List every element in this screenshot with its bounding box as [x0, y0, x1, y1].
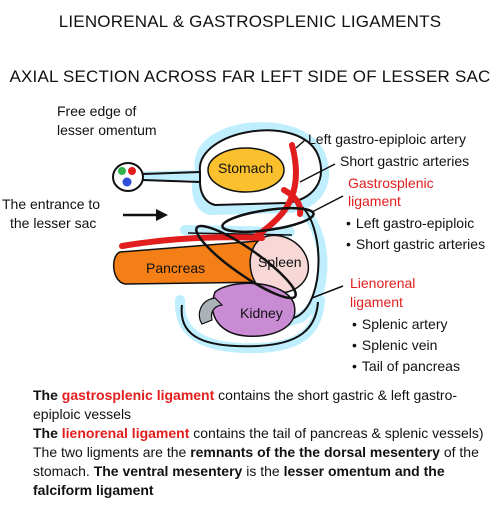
gastrosplenic-label-1: Gastrosplenic	[348, 175, 434, 191]
entrance-label-2: the lesser sac	[10, 215, 97, 231]
explanation-line-2: The lienorenal ligament contains the tai…	[33, 425, 484, 441]
left-gastro-epiploic-artery-label: Left gastro-epiploic artery	[308, 131, 466, 147]
gastrosplenic-loop	[221, 206, 315, 234]
anatomy-diagram	[112, 122, 344, 354]
entrance-arrow	[123, 209, 168, 221]
explanation-line-1: The gastrosplenic ligament contains the …	[33, 387, 458, 422]
lienorenal-bullet-1: Splenic artery	[352, 316, 448, 333]
adrenal	[198, 297, 224, 325]
kidney	[211, 282, 296, 337]
lienorenal-label-1: Lienorenal	[350, 275, 416, 291]
explanation-line-3: The two ligments are the remnants of the…	[33, 444, 479, 498]
pancreas-label: Pancreas	[146, 260, 206, 276]
pointer-lines	[295, 139, 344, 299]
gastrosplenic-label-2: ligament	[348, 193, 401, 209]
lienorenal-bullet-2: Splenic vein	[352, 337, 438, 354]
gastrosplenic-bullet-2: Short gastric arteries	[346, 236, 485, 253]
page-title: LIENORENAL & GASTROSPLENIC LIGAMENTS	[58, 12, 442, 31]
short-gastric-arteries-label: Short gastric arteries	[340, 153, 470, 169]
gastrosplenic-bullet-1: Left gastro-epiploic	[346, 215, 474, 232]
lienorenal-loop	[195, 224, 297, 300]
free-edge-lesser-omentum	[112, 162, 201, 192]
kidney-label: Kidney	[240, 305, 283, 321]
spleen-label: Spleen	[258, 254, 302, 270]
lienorenal-bullet-3: Tail of pancreas	[352, 358, 460, 375]
free-edge-label-2: lesser omentum	[57, 122, 157, 138]
stomach-label: Stomach	[218, 160, 274, 176]
page-subtitle: AXIAL SECTION ACROSS FAR LEFT SIDE OF LE…	[9, 67, 491, 86]
entrance-label-1: The entrance to	[2, 196, 101, 212]
lienorenal-label-2: ligament	[350, 294, 403, 310]
free-edge-label-1: Free edge of	[57, 103, 137, 119]
explanation-text: The gastrosplenic ligament contains the …	[33, 386, 495, 500]
posterior-wall	[180, 301, 319, 348]
